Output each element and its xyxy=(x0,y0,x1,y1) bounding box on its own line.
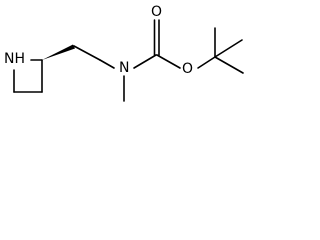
bond-ch2-to-ch2end xyxy=(73,45,101,61)
bond-n-carbonyl-c xyxy=(133,54,157,69)
stereo-wedge-bond xyxy=(42,44,75,60)
bond-ch2-n xyxy=(99,59,115,69)
bond-tbu-methyl-upright xyxy=(214,39,243,58)
carbamate-nitrogen-label: N xyxy=(119,60,129,76)
bond-carbonyl-c-o xyxy=(156,54,181,69)
tert-butyl-group xyxy=(214,27,244,74)
bond-o-tbu xyxy=(197,56,216,69)
azetidine-ring xyxy=(13,59,43,93)
carbonyl-oxygen-label: O xyxy=(151,4,162,20)
ester-oxygen-label: O xyxy=(182,61,193,77)
ring-nitrogen-label: NH xyxy=(4,51,25,67)
bond-tbu-methyl-right xyxy=(214,56,244,74)
structure-diagram: NH N O O xyxy=(4,4,244,102)
